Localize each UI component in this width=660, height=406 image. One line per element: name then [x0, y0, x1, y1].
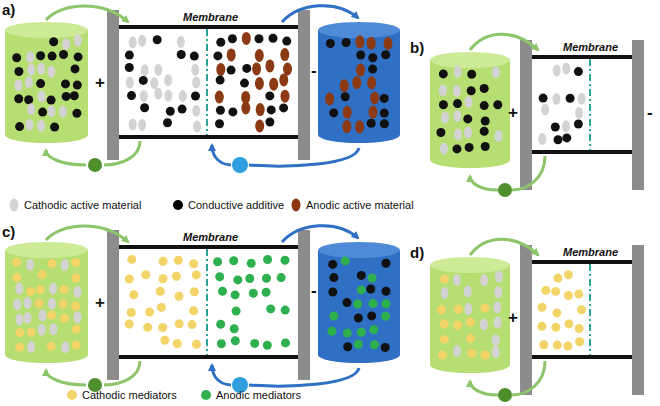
- legend-swatch: [200, 388, 212, 402]
- electrode-sign: -: [311, 62, 317, 79]
- legend-text: Anodic mediators: [216, 389, 301, 401]
- legend-text: Cathodic active material: [24, 199, 141, 211]
- legend-item: Cathodic active material: [8, 198, 141, 212]
- flow-cell-c: [5, 226, 400, 393]
- membrane-label: Membrane: [563, 42, 618, 53]
- flow-cell-a: [5, 6, 400, 173]
- panel-letter: c): [2, 224, 15, 239]
- electrode-sign: +: [95, 294, 105, 311]
- panel-letter: d): [410, 245, 424, 260]
- legend-text: Anodic active material: [306, 199, 414, 211]
- electrode-sign: +: [508, 309, 518, 326]
- legend-item: Conductive additive: [172, 198, 284, 212]
- electrode-sign: +: [95, 74, 105, 91]
- legend-swatch: [8, 198, 20, 212]
- electrode-sign: +: [508, 104, 518, 121]
- membrane-label: Membrane: [563, 247, 618, 258]
- membrane-label: Membrane: [183, 232, 238, 243]
- flow-cell-d: [430, 239, 644, 402]
- legend-item: Anodic mediators: [200, 388, 301, 402]
- panel-letter: b): [410, 40, 424, 55]
- legend-item: Cathodic mediators: [66, 388, 177, 402]
- legend-item: Anodic active material: [290, 198, 414, 212]
- legend-swatch: [172, 198, 184, 212]
- legend-swatch: [290, 198, 302, 212]
- electrode-sign: -: [311, 282, 317, 299]
- electrode-sign: -: [647, 104, 653, 121]
- panel-letter: a): [2, 2, 15, 17]
- flow-cell-b: [430, 34, 644, 197]
- legend-swatch: [66, 388, 78, 402]
- legend-text: Conductive additive: [188, 199, 284, 211]
- legend-text: Cathodic mediators: [82, 389, 177, 401]
- membrane-label: Membrane: [183, 12, 238, 23]
- particles: [12, 32, 586, 360]
